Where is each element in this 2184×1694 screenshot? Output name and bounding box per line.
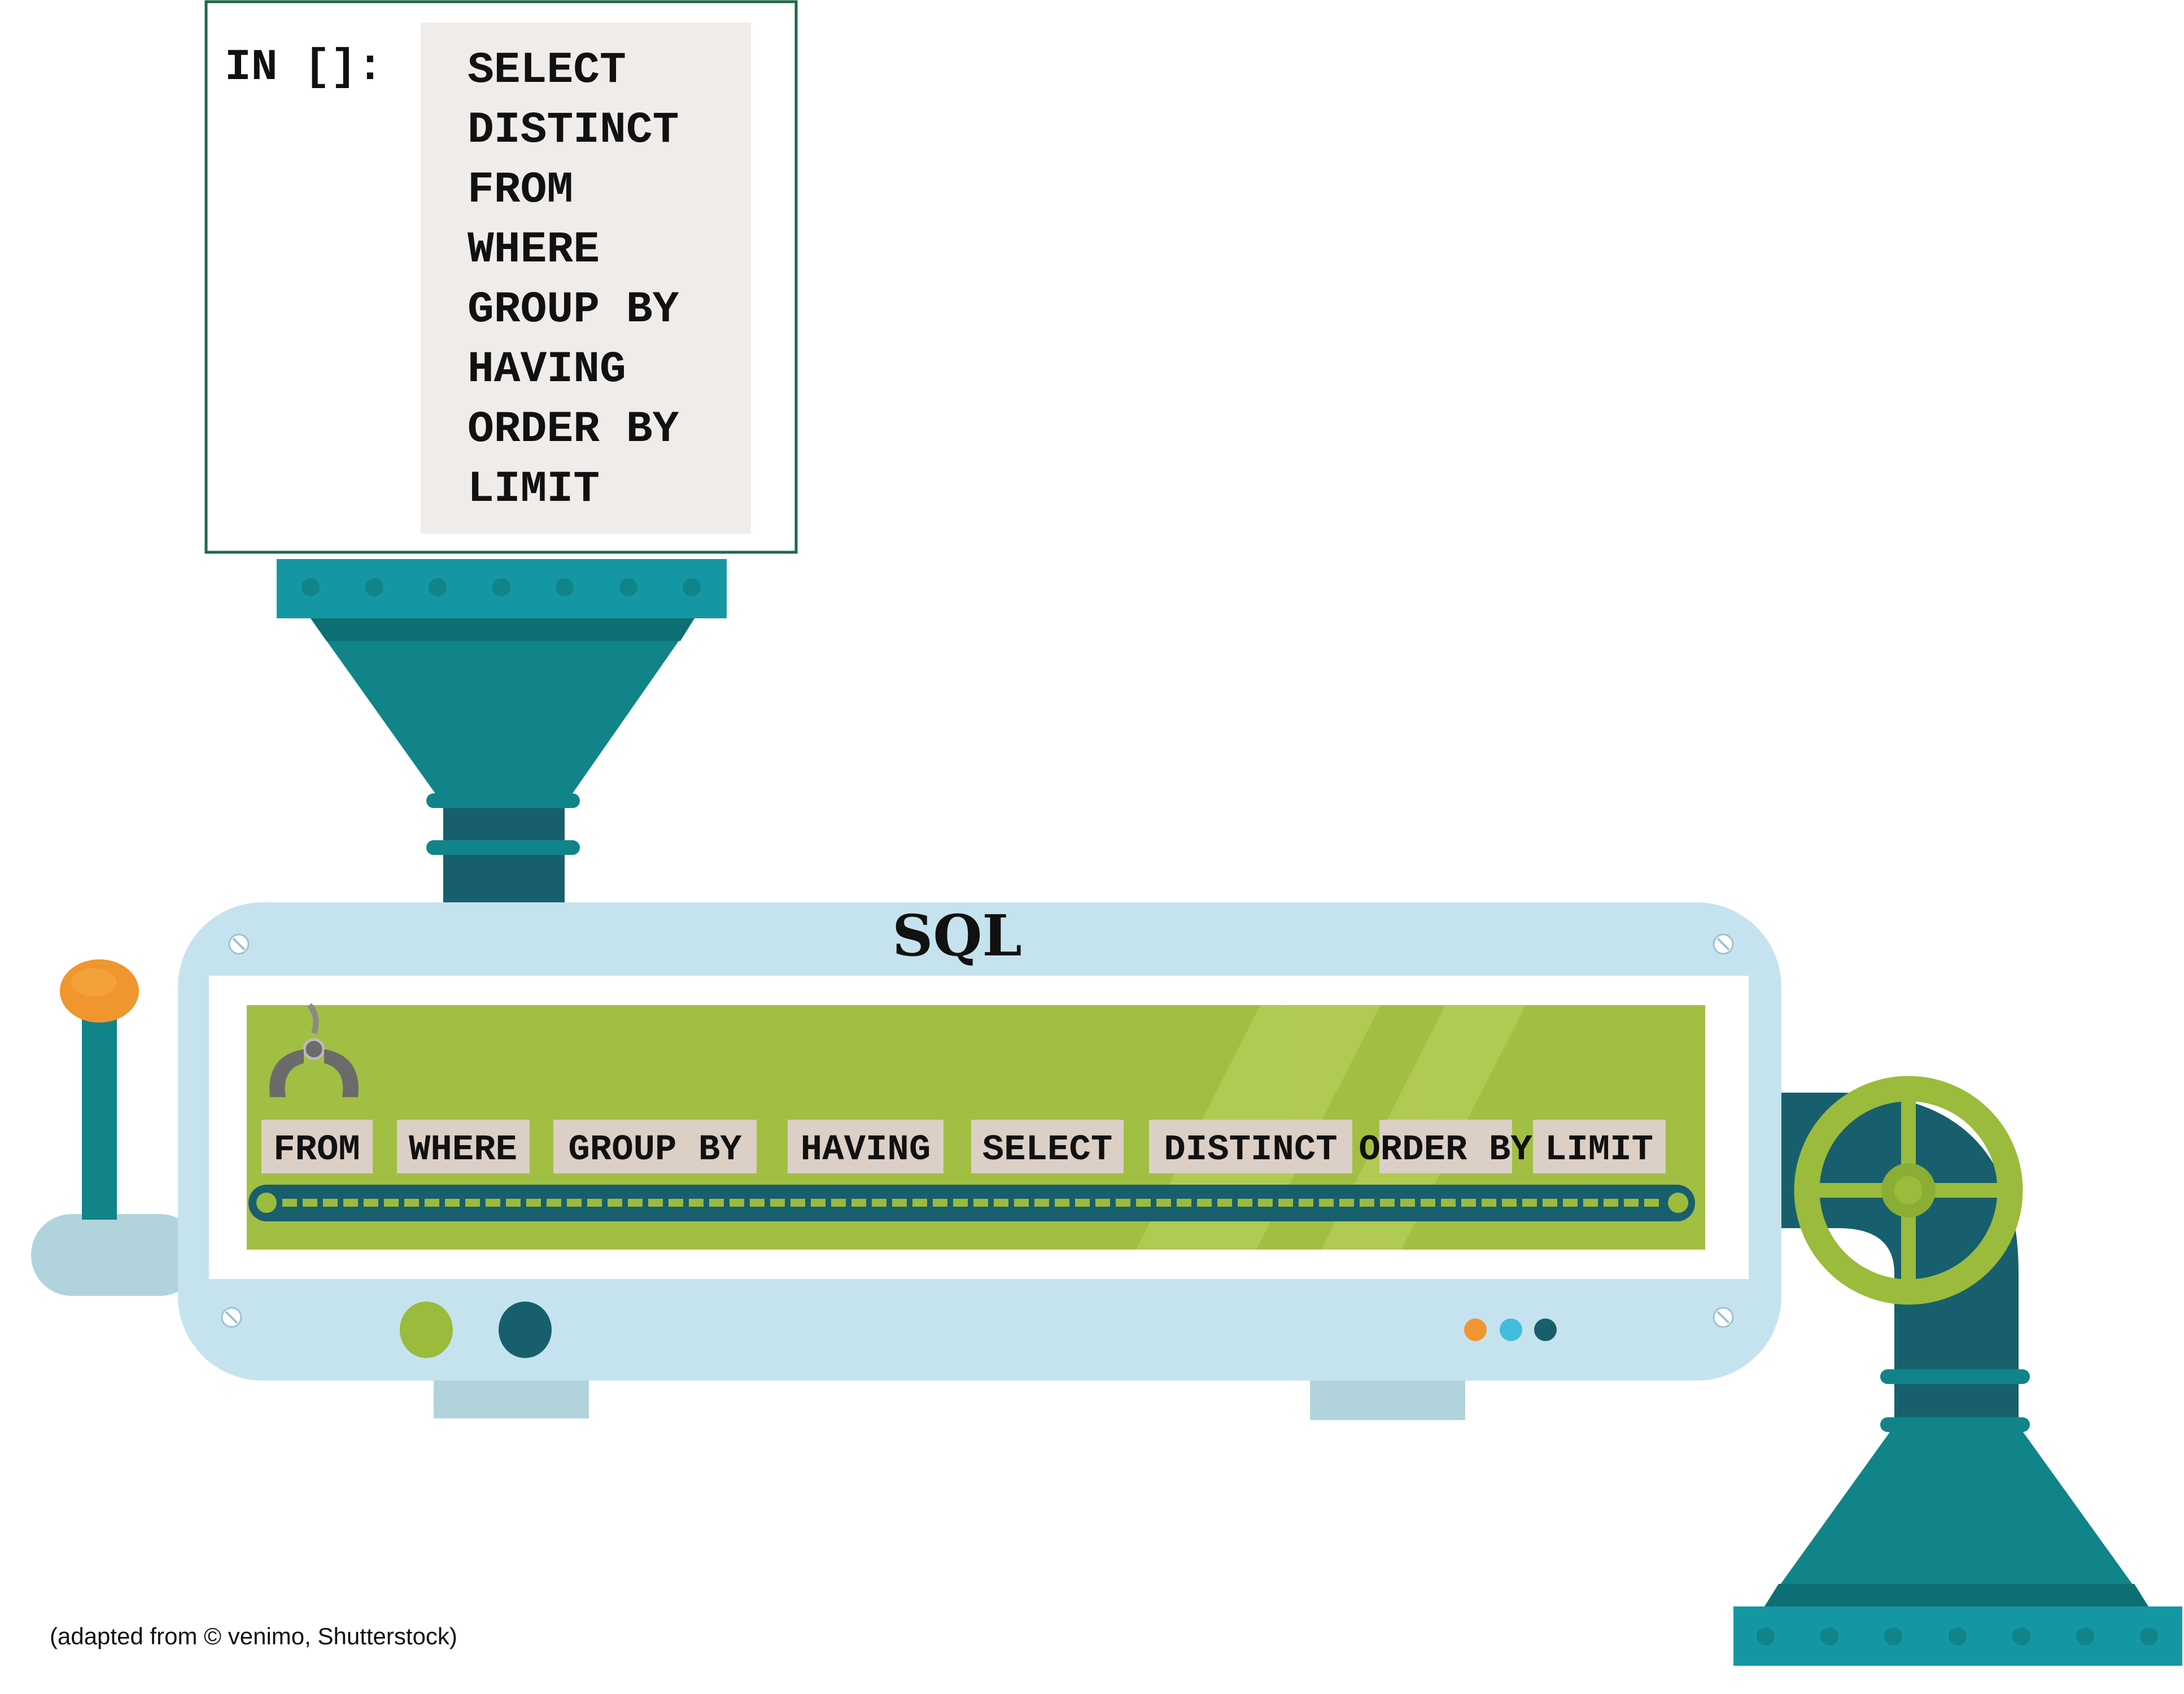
block-bg [1379, 1120, 1512, 1173]
conveyor-block: SELECT [982, 1130, 1112, 1171]
funnel-pipe-ring-bottom [426, 840, 580, 855]
indicator-light-teal [1534, 1318, 1557, 1341]
pipe-ring-top [1880, 1369, 2030, 1384]
code-area [421, 23, 751, 534]
block-bg [788, 1120, 944, 1173]
green-button [400, 1302, 453, 1358]
code-line: HAVING [468, 345, 626, 395]
cell-prompt: IN []: [225, 43, 383, 93]
conveyor-block: GROUP BY [568, 1130, 742, 1171]
conveyor-block: HAVING [801, 1130, 931, 1171]
conveyor-block: FROM [273, 1130, 360, 1171]
conveyor-belt [248, 1185, 1695, 1221]
lever-base [31, 1214, 200, 1296]
code-line: WHERE [468, 225, 600, 275]
code-line: DISTINCT [468, 106, 679, 155]
funnel-cone [311, 618, 694, 805]
lever-knob-highlight [71, 968, 116, 997]
funnel-flange-bolts [302, 578, 701, 596]
indicator-light-orange [1464, 1318, 1487, 1341]
indicator-light-cyan [1500, 1318, 1522, 1341]
machine-label: SQL [892, 902, 1022, 969]
block-bg [971, 1120, 1124, 1173]
funnel-cone-rim [311, 618, 694, 641]
output-funnel-cone [1764, 1426, 2148, 1606]
code-line: FROM [468, 165, 573, 215]
control-buttons [400, 1302, 1557, 1358]
output-flange-bolts [1757, 1627, 2158, 1645]
conveyor-blocks: FROM WHERE GROUP BY HAVING SELECT DISTIN… [261, 1120, 1666, 1173]
dark-button [499, 1302, 552, 1358]
conveyor-block: DISTINCT [1164, 1130, 1337, 1171]
machine-body: SQL FROM WHERE G [178, 902, 1781, 1420]
code-line: GROUP BY [468, 285, 679, 335]
lever-arm [82, 1005, 117, 1220]
output-funnel-rim [1764, 1584, 2148, 1606]
notebook-cell: IN []: SELECT DISTINCT FROM WHERE GROUP … [204, 0, 798, 554]
code-line: ORDER BY [468, 405, 679, 455]
conveyor-block: ORDER BY [1359, 1130, 1532, 1171]
conveyor-block: WHERE [409, 1130, 517, 1171]
code-line: SELECT [468, 46, 626, 95]
code-line: LIMIT [468, 465, 600, 514]
output-pipe [1733, 1093, 2182, 1666]
block-bg [261, 1120, 373, 1173]
valve-wheel-icon [1794, 1076, 2023, 1305]
block-bg [553, 1120, 757, 1173]
screw-slots [225, 937, 1730, 1324]
conveyor-block: LIMIT [1545, 1130, 1653, 1171]
lever [31, 959, 200, 1296]
pipe-elbow [1779, 1093, 2019, 1423]
funnel-pipe [443, 805, 565, 909]
code-lines: SELECT DISTINCT FROM WHERE GROUP BY HAVI… [468, 46, 679, 514]
block-bg [397, 1120, 530, 1173]
image-credit: (adapted from © venimo, Shutterstock) [50, 1623, 457, 1649]
block-bg [1149, 1120, 1352, 1173]
input-funnel [277, 559, 727, 909]
claw-icon [269, 1003, 359, 1097]
block-bg [1533, 1120, 1666, 1173]
